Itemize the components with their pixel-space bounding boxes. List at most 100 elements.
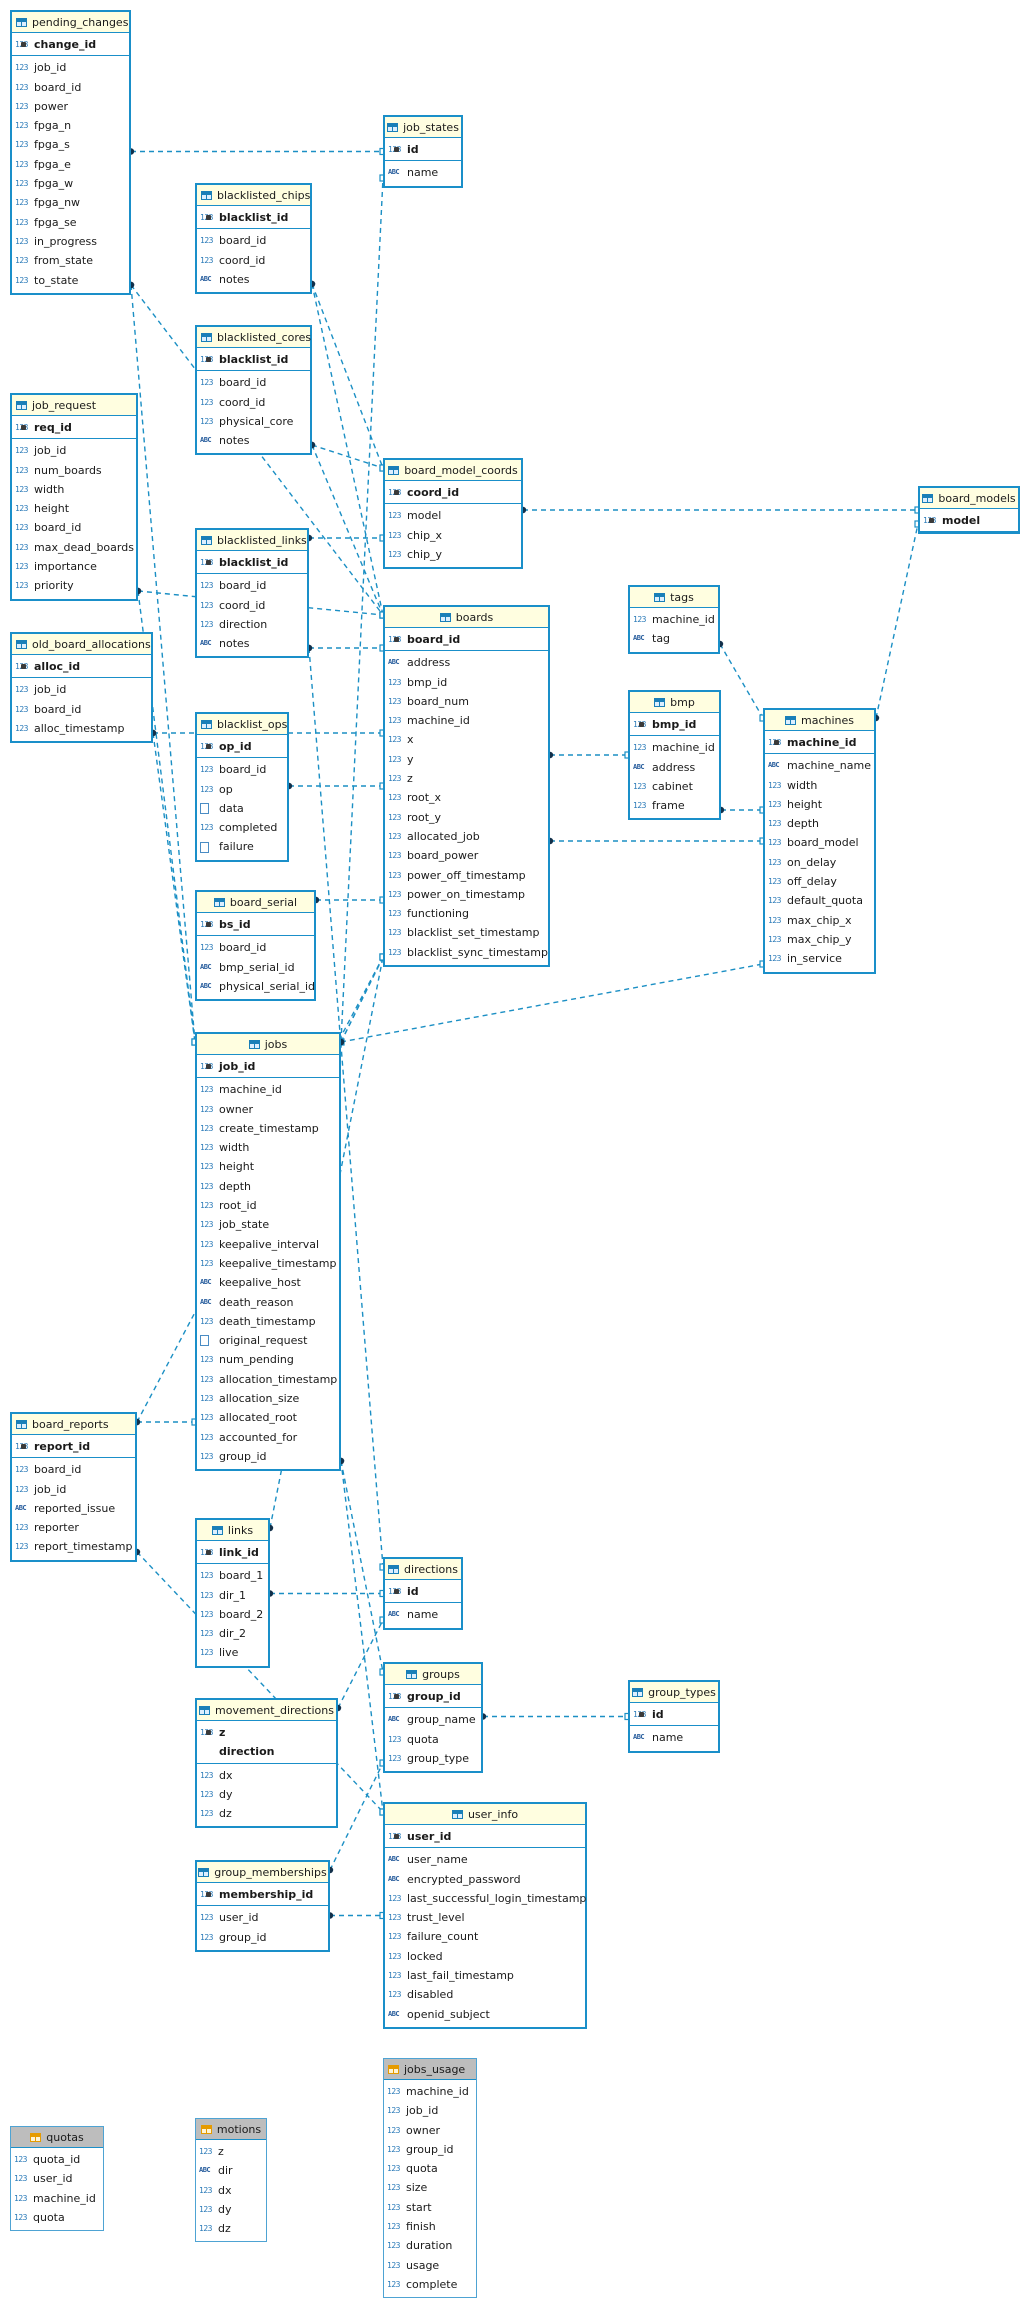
relationship-line[interactable]: [311, 283, 384, 469]
entity-header[interactable]: groups: [385, 1664, 481, 1685]
relationship-line[interactable]: [340, 1460, 384, 1813]
entity-header[interactable]: quotas: [11, 2127, 103, 2148]
entity-header[interactable]: job_states: [385, 117, 461, 138]
relationship-line[interactable]: [340, 177, 384, 1043]
entity-header[interactable]: group_memberships: [197, 1862, 328, 1883]
entity-header[interactable]: pending_changes: [12, 12, 129, 33]
entity-header[interactable]: board_model_coords: [385, 460, 521, 481]
entity-header[interactable]: board_reports: [12, 1414, 135, 1435]
relationship-line[interactable]: [130, 284, 196, 1043]
entity-header[interactable]: board_models: [920, 488, 1018, 509]
relationship-line[interactable]: [719, 643, 764, 719]
entity-header[interactable]: jobs_usage: [384, 2059, 476, 2080]
entity-header[interactable]: old_board_allocations: [12, 634, 151, 655]
entity-header[interactable]: blacklisted_links: [197, 530, 307, 551]
